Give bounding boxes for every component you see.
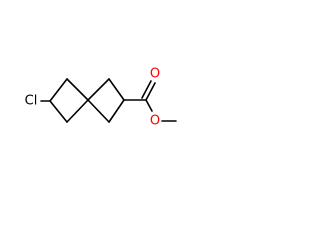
carbonyl-oxygen-label: O [150,67,160,82]
chlorine-atom-label: Cl [25,94,38,109]
bond-carbonyl-c-ester-o [145,99,153,112]
bond-c5-c6 [108,78,125,101]
bond-c2-c3-bottom [49,100,68,123]
bond-carbonyl-double-1 [145,82,156,101]
bond-c2-c1-top [49,78,68,102]
structure-drawing: Cl O O [25,67,177,129]
bond-spiro-c5-top [87,78,110,101]
bond-c7-c6 [108,99,125,123]
bond-c3-spiro [66,99,89,123]
molecule-canvas: Cl O O [24,66,177,129]
ester-oxygen-label: O [150,114,160,129]
bond-carbonyl-double-2 [141,80,152,99]
bond-spiro-c7-bottom [87,99,110,123]
bond-c1-spiro [66,78,89,101]
